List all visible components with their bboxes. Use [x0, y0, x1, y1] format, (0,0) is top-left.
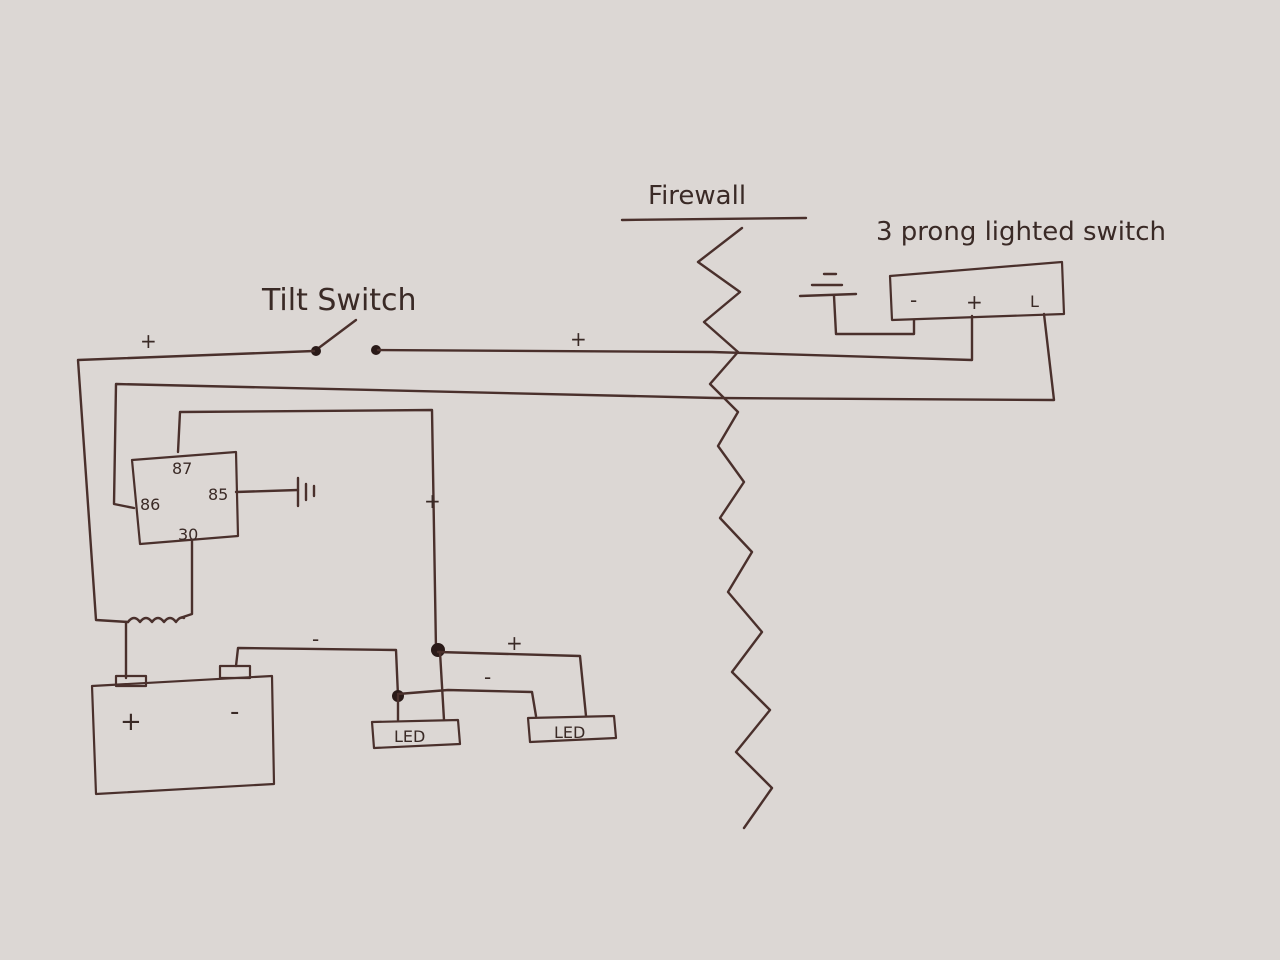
relay-body — [130, 450, 240, 546]
lighted-switch-body — [888, 260, 1066, 322]
tilt-switch-contact-right — [371, 345, 381, 355]
led-light-2 — [526, 714, 618, 744]
wire-led-plus-to-led2 — [436, 650, 588, 718]
wire-tilt-switch-to-lighted-switch — [376, 314, 974, 362]
junction-led-plus — [431, 643, 445, 657]
wire-relay-30-down — [178, 538, 194, 620]
wire-minus-label-led2: - — [484, 665, 491, 689]
wire-relay-85-to-ground — [234, 488, 300, 494]
ground-symbol-switch — [798, 272, 858, 298]
lighted-switch-minus-terminal: - — [910, 288, 917, 312]
wire-battery-to-tilt-switch — [76, 349, 316, 624]
wire-plus-label-left: + — [140, 329, 157, 353]
wire-plus-label-right: + — [570, 327, 587, 351]
firewall-top-line — [620, 216, 808, 222]
led-light-1-label: LED — [394, 727, 425, 746]
tilt-switch-contact-left — [311, 346, 321, 356]
tilt-switch-blade — [314, 318, 358, 352]
wire-battery-minus-to-leds — [234, 646, 400, 698]
led-light-2-label: LED — [554, 723, 585, 742]
fuse-symbol — [126, 616, 186, 624]
relay-pin-85: 85 — [208, 485, 228, 504]
wire-plus-label-led: + — [506, 631, 523, 655]
battery-plus-label: + — [120, 707, 142, 737]
battery-terminal-plus — [114, 674, 148, 688]
relay-pin-87: 87 — [172, 459, 192, 478]
ground-symbol-relay — [296, 476, 316, 508]
tilt-switch-label: Tilt Switch — [261, 283, 417, 318]
lighted-switch-plus-terminal: + — [966, 290, 983, 314]
wire-switch-ground — [832, 294, 916, 336]
wire-plus-label-vertical: + — [424, 489, 441, 513]
battery-terminal-minus — [218, 664, 252, 680]
relay-pin-30: 30 — [178, 525, 198, 544]
wire-minus-label-led: - — [312, 627, 319, 651]
firewall-zigzag — [696, 226, 774, 830]
wire-led-plus-to-led1 — [438, 650, 446, 722]
wire-led-minus-to-led2 — [396, 688, 538, 718]
battery-body — [90, 674, 276, 796]
lighted-switch-l-terminal: L — [1030, 292, 1039, 311]
led-light-1 — [370, 718, 462, 750]
wire-lighted-switch-l-to-relay-86 — [112, 312, 1056, 510]
battery-minus-label: - — [230, 697, 239, 727]
wire-relay-87-to-led-plus — [176, 408, 438, 652]
relay-pin-86: 86 — [140, 495, 160, 514]
lighted-switch-label: 3 prong lighted switch — [876, 217, 1166, 247]
firewall-label: Firewall — [648, 181, 746, 211]
